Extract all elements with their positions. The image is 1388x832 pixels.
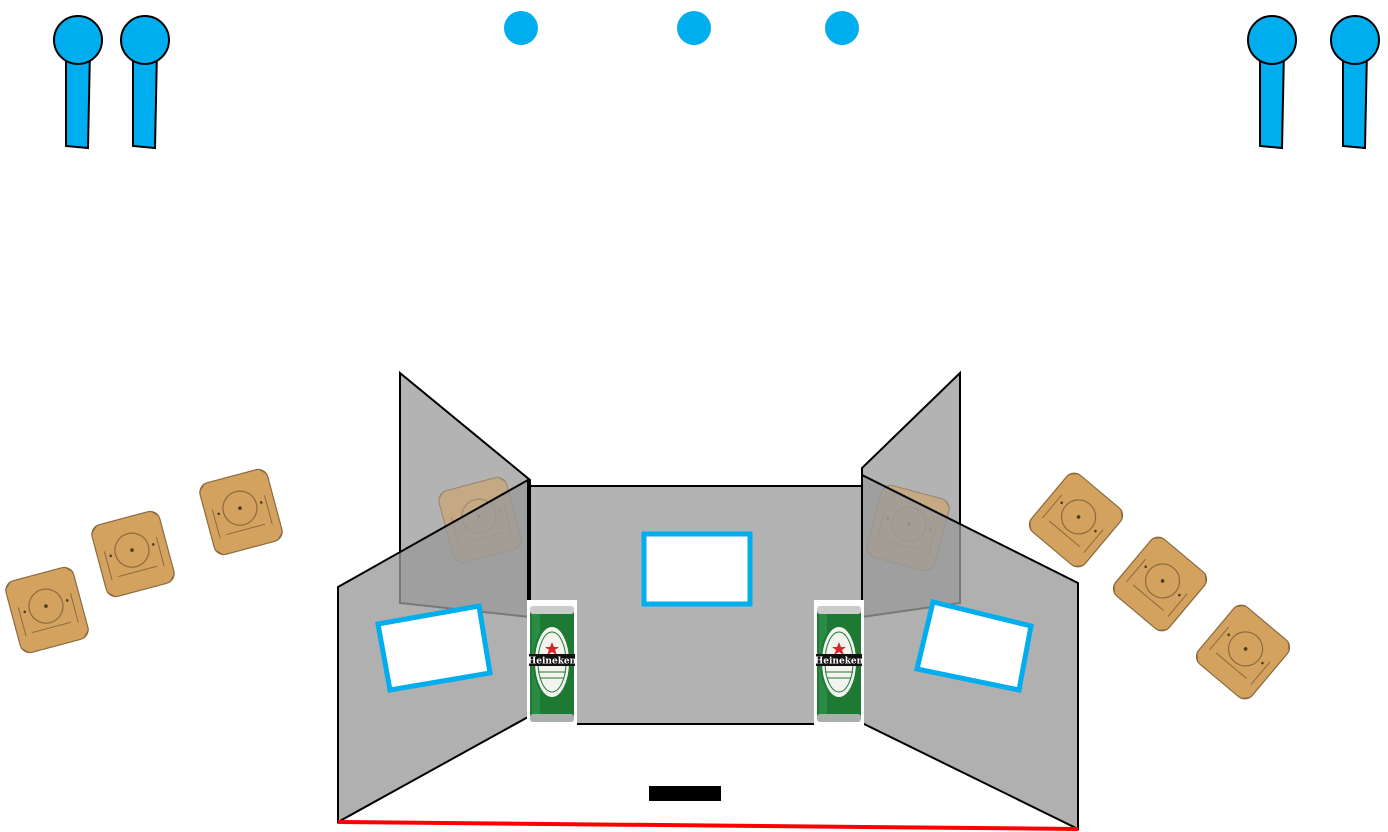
speakers-left [3,466,285,656]
speaker-icon [3,564,91,656]
microphones-right [1247,15,1380,149]
front-edge-line [337,820,1079,831]
speaker-icon [1191,600,1295,704]
can-brand-label: Heineken [815,657,864,667]
dot-icon [504,11,538,45]
dot-icon [677,11,711,45]
speaker-icon [1108,532,1212,636]
microphone-icon [53,15,103,149]
microphone-icon [120,15,170,149]
beer-can-icon: Heineken [813,599,865,729]
can-brand-label: Heineken [528,657,577,667]
top-dots [504,11,859,45]
screen-frame-icon [375,603,493,693]
floor-marker [649,786,721,801]
speaker-icon [1024,468,1128,572]
microphone-icon [1247,15,1297,149]
microphones-left [53,15,170,149]
dot-icon [825,11,859,45]
microphone-icon [1330,15,1380,149]
screen-frame-icon [641,531,753,607]
screen-frame-icon [913,598,1034,693]
beer-can-icon: Heineken [526,599,578,729]
speaker-icon [197,466,285,558]
speaker-icon [89,508,177,600]
